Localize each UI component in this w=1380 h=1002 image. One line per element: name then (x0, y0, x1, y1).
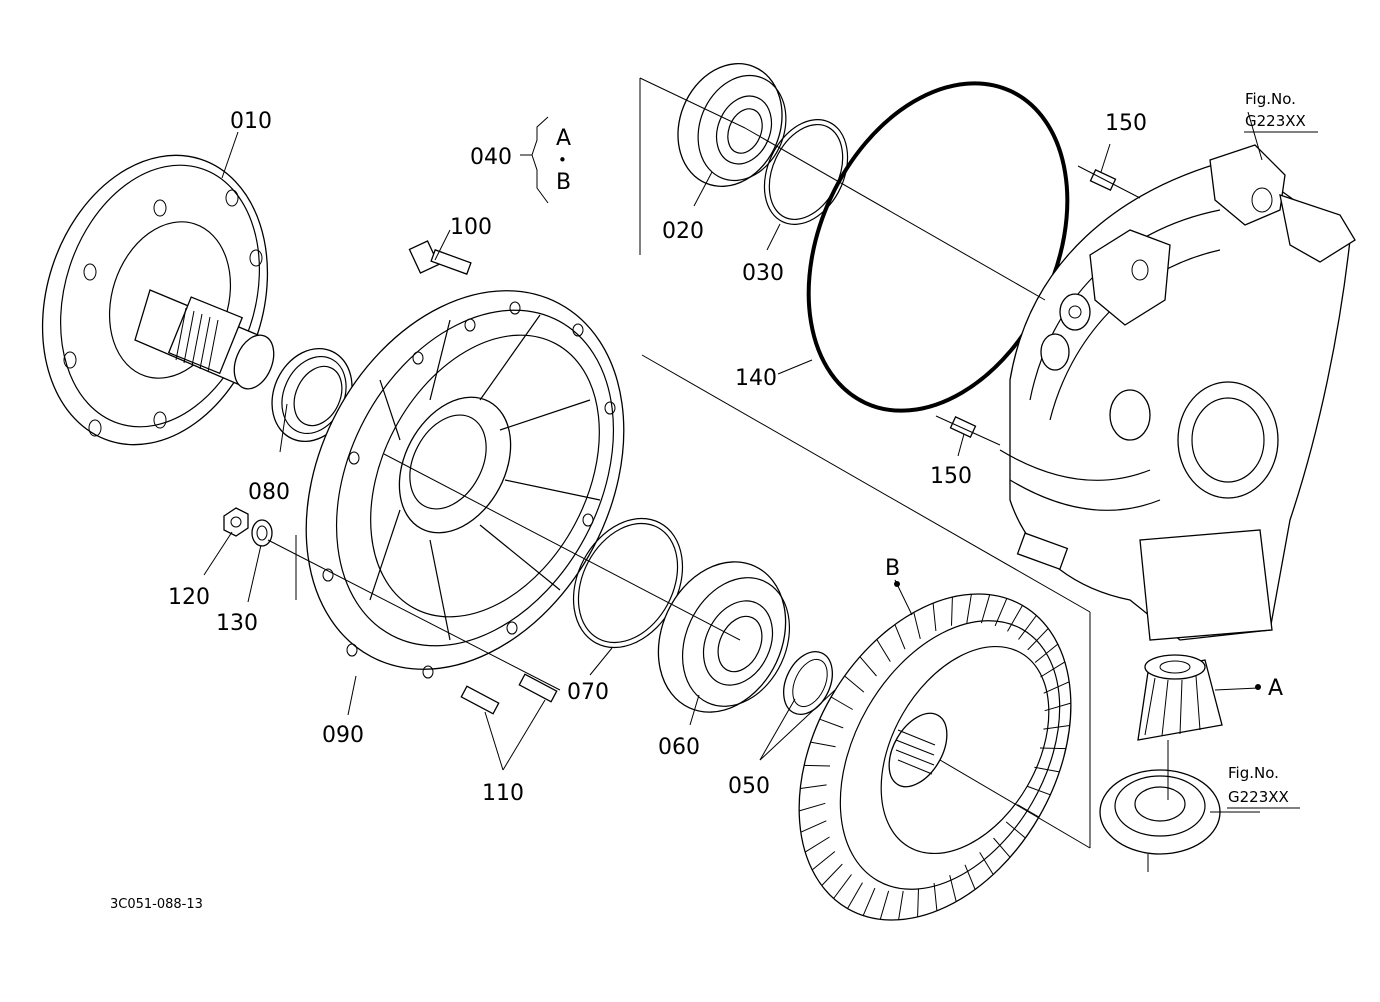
gear-tooth (876, 639, 891, 662)
part-labels: 010 020 030 040 050 060 070 080 090 100 … (110, 90, 1318, 912)
gear-tooth (1018, 615, 1037, 640)
callout-gear-b-dot (894, 581, 900, 587)
label-090: 090 (322, 723, 364, 748)
label-150-upper: 150 (1105, 111, 1147, 136)
gear-tooth (966, 594, 972, 624)
gear-tooth (847, 882, 863, 909)
callout-pinion-a-dot (1255, 684, 1261, 690)
gear-tooth (1043, 681, 1070, 694)
label-120: 120 (168, 585, 210, 610)
label-070: 070 (567, 680, 609, 705)
gear-tooth (862, 887, 876, 916)
label-140: 140 (735, 366, 777, 391)
label-040: 040 (470, 145, 512, 170)
group-label-b: B (556, 170, 571, 195)
fig-ref-bottom-code: G223XX (1228, 788, 1289, 806)
nut-120 (223, 507, 249, 537)
gear-tooth (879, 890, 890, 920)
label-010: 010 (230, 109, 272, 134)
transmission-case (999, 144, 1356, 641)
drawing-code: 3C051-088-13 (110, 897, 203, 912)
gear-tooth (859, 656, 877, 677)
stud-110 (460, 673, 558, 715)
pin-150-lower (949, 416, 977, 438)
gear-tooth (917, 888, 919, 917)
gear-tooth (994, 598, 1008, 627)
gear-tooth (1027, 628, 1049, 651)
gear-tooth (949, 874, 957, 902)
gear-tooth (933, 882, 938, 911)
gear-tooth (980, 594, 991, 624)
label-150-lower: 150 (930, 464, 972, 489)
gear-tooth (821, 863, 843, 886)
gear-tooth (1007, 605, 1023, 632)
label-030: 030 (742, 261, 784, 286)
gear-tooth (1039, 747, 1066, 750)
gear-tooth (979, 852, 994, 875)
gear-tooth (810, 741, 836, 748)
gear-tooth (804, 764, 831, 767)
washer-130 (251, 519, 273, 547)
gear-tooth (1043, 725, 1070, 730)
bolt-100 (408, 240, 472, 275)
label-110: 110 (482, 781, 524, 806)
fig-ref-top-label: Fig.No. (1245, 90, 1296, 108)
group-label-a: A (556, 126, 571, 151)
pin-150-upper (1089, 169, 1117, 191)
label-050: 050 (728, 774, 770, 799)
bearing-bottom-ref (1099, 769, 1221, 855)
bearing-060 (657, 561, 791, 713)
gear-tooth (913, 612, 921, 640)
pinion-a (1137, 654, 1223, 741)
bevel-gear-b (798, 593, 1072, 921)
label-130: 130 (216, 611, 258, 636)
label-060: 060 (658, 735, 700, 760)
gear-tooth (1026, 785, 1051, 796)
gear-tooth (819, 718, 844, 729)
flange-010 (41, 154, 275, 446)
gear-tooth (1034, 766, 1060, 773)
gear-tooth (932, 603, 937, 632)
gear-tooth (800, 820, 827, 833)
callout-gear-b: B (885, 556, 900, 581)
bearing-020 (677, 63, 787, 187)
gear-tooth (811, 851, 836, 871)
fig-ref-bottom-label: Fig.No. (1228, 764, 1279, 782)
gear-tooth (804, 836, 830, 853)
gear-tooth (844, 675, 865, 693)
label-080: 080 (248, 480, 290, 505)
gear-tooth (1017, 804, 1040, 818)
shim-050 (783, 651, 833, 715)
gear-tooth (1005, 821, 1026, 839)
callout-pinion-a: A (1268, 676, 1283, 701)
gear-tooth (800, 784, 827, 789)
housing-090 (305, 290, 625, 679)
gear-tooth (1044, 702, 1071, 712)
leader-lines (203, 77, 1263, 872)
gear-tooth (799, 802, 826, 812)
label-100: 100 (450, 215, 492, 240)
gear-tooth (830, 696, 853, 710)
gear-tooth (898, 890, 904, 920)
gear-tooth (951, 597, 953, 626)
gear-tooth (1034, 643, 1059, 663)
gear-tooth (964, 864, 976, 890)
group-label-dot: • (558, 151, 567, 169)
fig-ref-top-code: G223XX (1245, 112, 1306, 130)
label-020: 020 (662, 219, 704, 244)
gear-tooth (894, 624, 906, 650)
gear-tooth (993, 837, 1011, 858)
gear-tooth (833, 874, 852, 899)
gear-tooth (1040, 661, 1066, 678)
